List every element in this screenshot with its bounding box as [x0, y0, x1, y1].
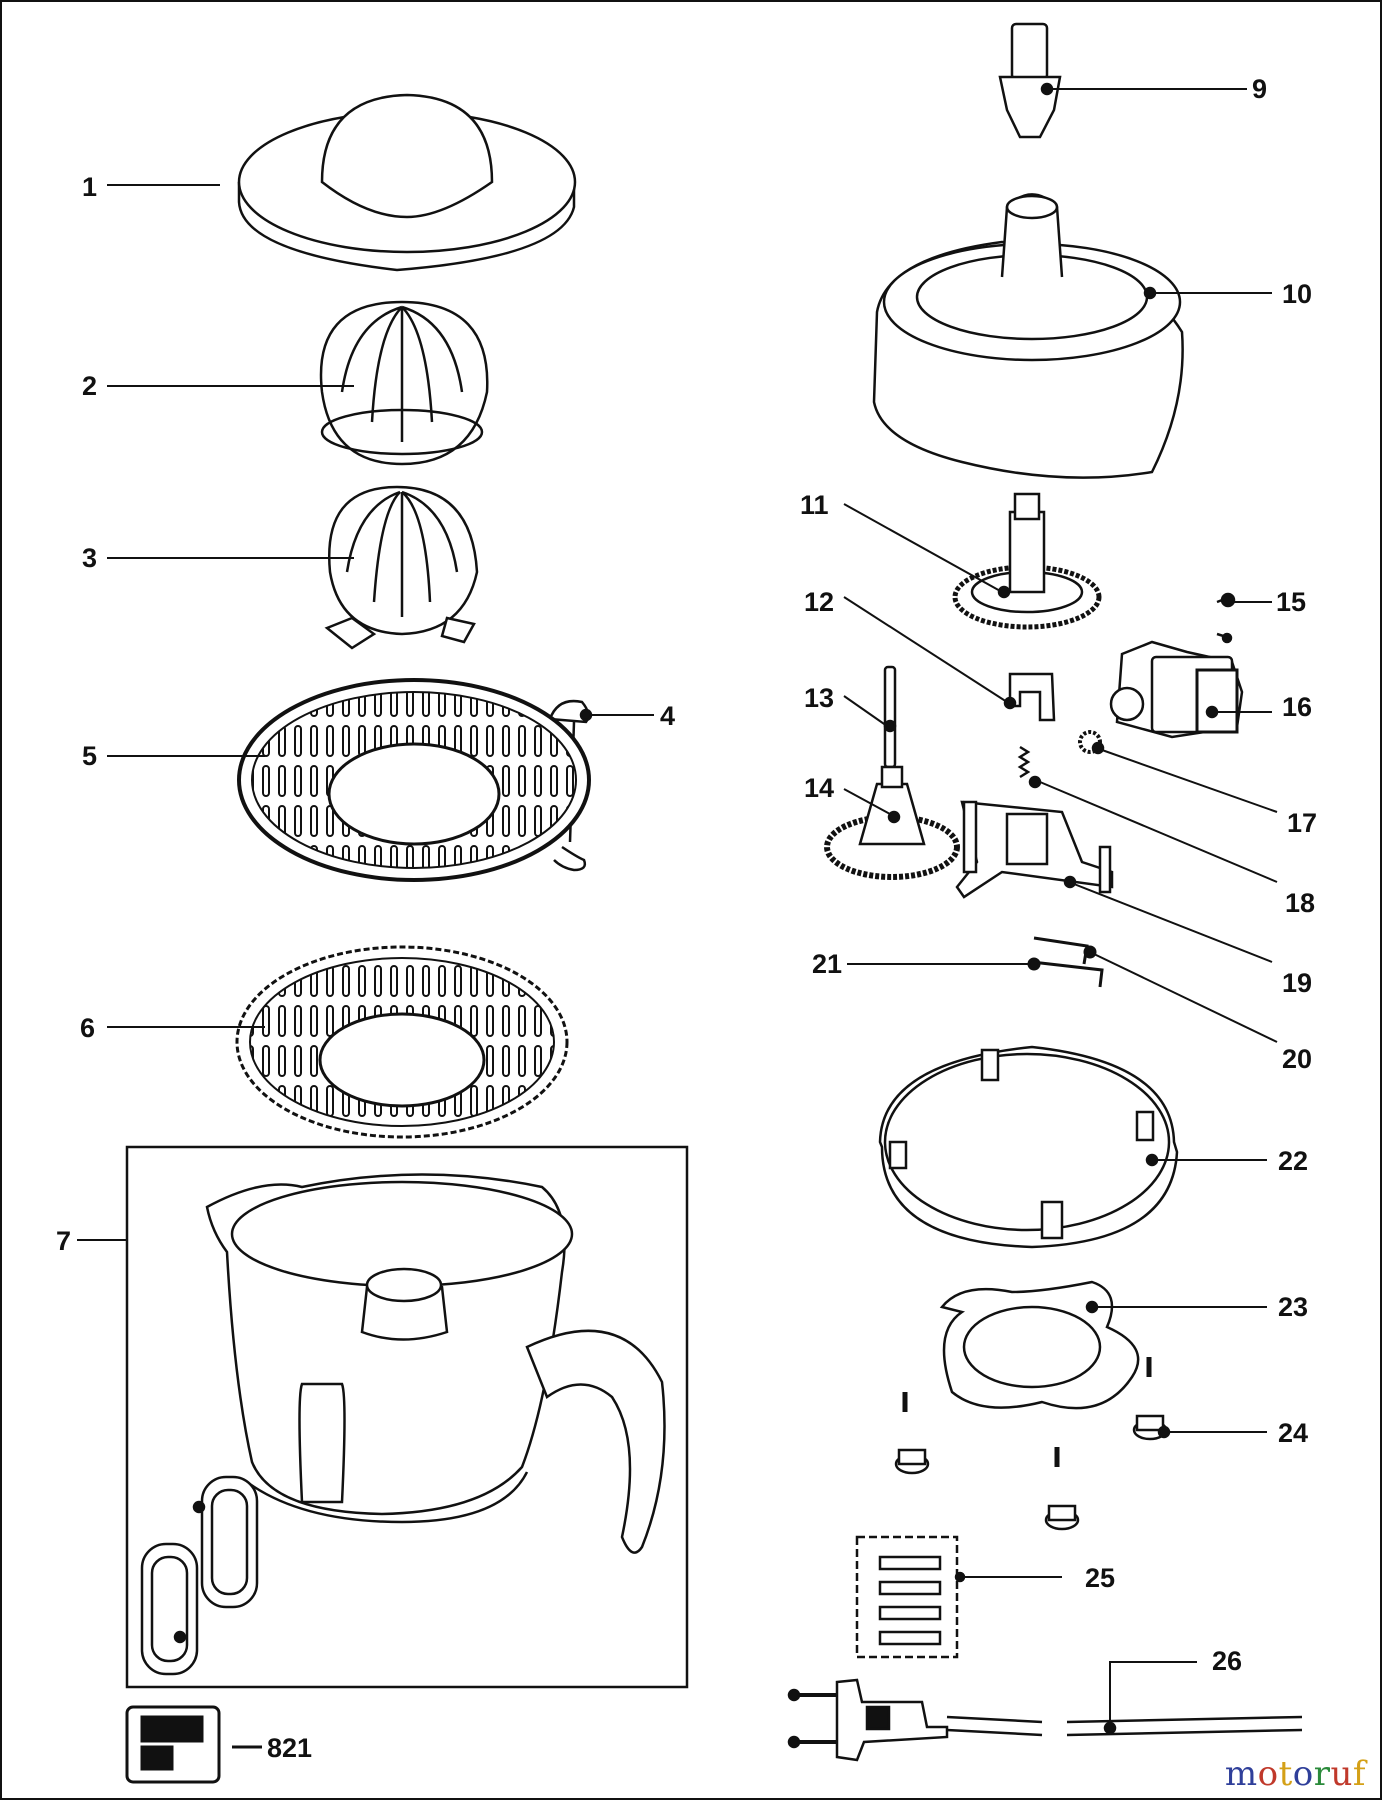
- watermark-letter: r: [1313, 1754, 1331, 1794]
- callout-821: 821: [267, 1733, 312, 1763]
- leader-line-17: [1101, 749, 1278, 813]
- callout-18: 18: [1285, 888, 1315, 918]
- callout-10: 10: [1282, 279, 1312, 309]
- part-22-base: [878, 1045, 1179, 1249]
- part-3-large-reamer: [324, 485, 479, 650]
- part-16-motor: [1109, 640, 1244, 739]
- callout-20: 20: [1282, 1044, 1312, 1074]
- callout-21: 21: [812, 949, 842, 979]
- callout-7: 7: [56, 1226, 71, 1256]
- callout-15: 15: [1276, 587, 1306, 617]
- callout-1: 1: [82, 172, 97, 202]
- callout-3: 3: [82, 543, 97, 573]
- leader-line-12: [843, 596, 1008, 703]
- part-12-clip: [1003, 672, 1056, 722]
- watermark-letter: m: [1224, 1754, 1258, 1794]
- callout-2: 2: [82, 371, 97, 401]
- leader-line-11: [843, 503, 1003, 593]
- part-19-switch-frame: [955, 800, 1114, 899]
- part-13-pin: [883, 665, 897, 769]
- callout-6: 6: [80, 1013, 95, 1043]
- part-821-instruction-booklet: [125, 1705, 221, 1784]
- callout-25: 25: [1085, 1563, 1115, 1593]
- watermark-letter: u: [1330, 1754, 1353, 1794]
- watermark-logo: motoruf: [1225, 1754, 1366, 1794]
- callout-16: 16: [1282, 692, 1312, 722]
- leader-line-18: [1039, 781, 1278, 883]
- watermark-letter: o: [1257, 1754, 1279, 1794]
- callout-11: 11: [800, 490, 829, 520]
- callout-14: 14: [804, 773, 834, 803]
- callout-13: 13: [804, 683, 834, 713]
- part-17-pinion: [1078, 730, 1105, 755]
- callout-17: 17: [1287, 808, 1317, 838]
- leader-line-26: [1109, 1661, 1197, 1724]
- part-7-jug-box: [125, 1145, 689, 1689]
- leader-line-20: [1093, 953, 1278, 1043]
- part-1-lid: [237, 93, 577, 272]
- part-7-jug: [205, 1173, 666, 1554]
- callout-5: 5: [82, 741, 97, 771]
- part-5-strainer: [237, 678, 591, 882]
- callout-23: 23: [1278, 1292, 1308, 1322]
- part-20-21-lever-pins: [1027, 936, 1104, 988]
- callout-22: 22: [1278, 1146, 1308, 1176]
- jug-window-seals: [140, 1475, 259, 1676]
- part-2-small-reamer: [319, 300, 489, 466]
- callout-9: 9: [1252, 74, 1267, 104]
- part-10-housing-top: [872, 193, 1184, 479]
- leader-line-13: [843, 695, 888, 727]
- part-6-sieve: [235, 945, 569, 1139]
- part-11-gear-shaft: [952, 492, 1102, 630]
- part-26-power-cord: [787, 1678, 1303, 1762]
- leader-line-19: [1073, 883, 1273, 963]
- part-24-rubber-feet: [894, 1357, 1171, 1531]
- part-23-feet-plate: [939, 1280, 1140, 1410]
- watermark-letter: t: [1278, 1754, 1293, 1794]
- callout-4: 4: [660, 701, 675, 731]
- watermark-letter: f: [1352, 1754, 1366, 1794]
- part-25-rating-label: [855, 1535, 966, 1659]
- callout-26: 26: [1212, 1646, 1242, 1676]
- part-14-crown-gear: [824, 765, 960, 880]
- part-18-spring: [1017, 745, 1042, 789]
- part-15-screw: [1216, 592, 1236, 644]
- callout-12: 12: [804, 587, 834, 617]
- leader-line-14: [843, 788, 891, 815]
- callout-24: 24: [1278, 1418, 1308, 1448]
- callout-19: 19: [1282, 968, 1312, 998]
- part-9-drive-coupling: [998, 22, 1062, 139]
- watermark-letter: o: [1292, 1754, 1314, 1794]
